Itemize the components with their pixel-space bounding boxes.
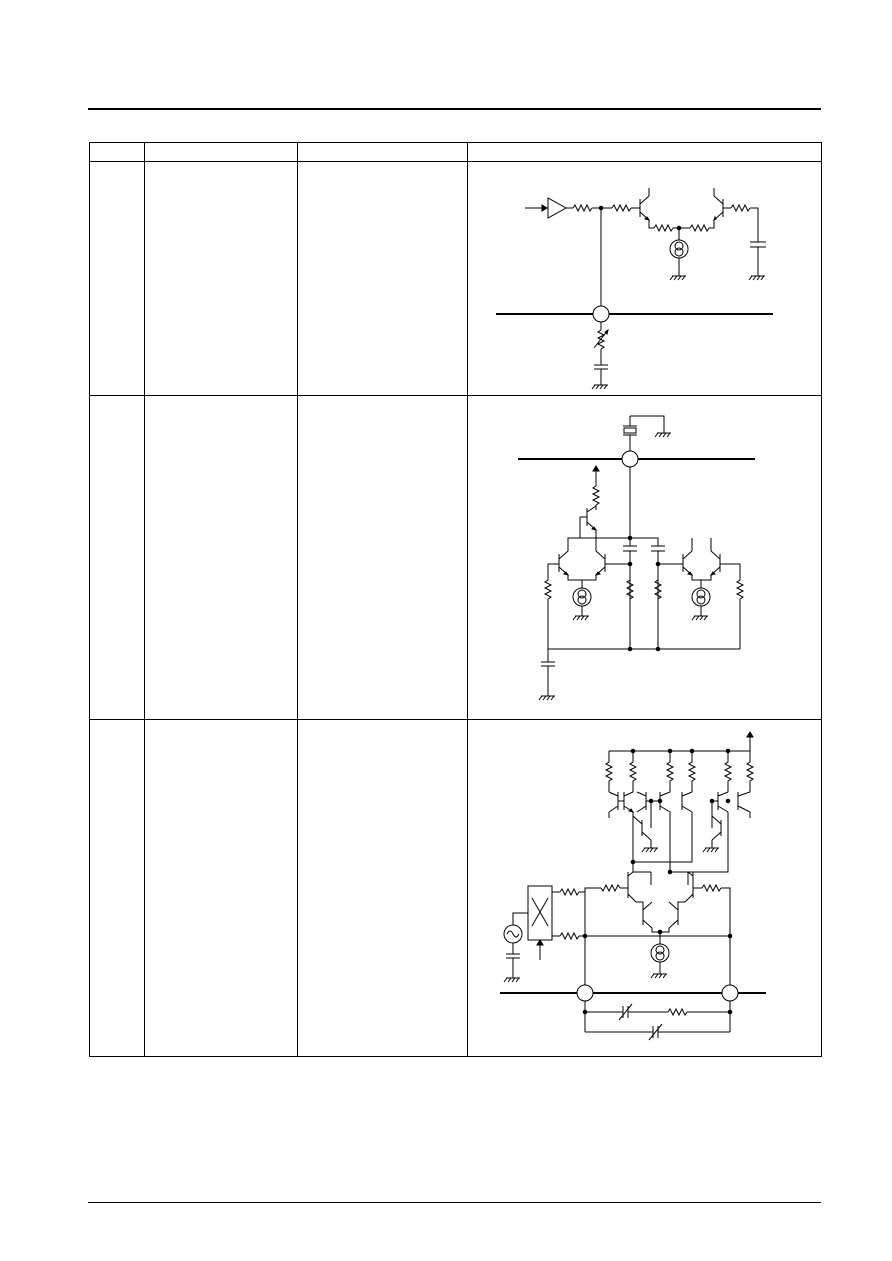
header-cell-3 xyxy=(297,142,468,162)
pin-name-cell xyxy=(144,395,298,720)
equivalent-circuit-cell xyxy=(467,719,822,1057)
table-row xyxy=(89,161,822,396)
circuit-diagram-1 xyxy=(468,162,821,395)
table-row xyxy=(89,395,822,720)
bottom-rule xyxy=(88,1202,821,1203)
table-header-row xyxy=(89,142,822,162)
pin-function-cell xyxy=(297,719,468,1057)
pin-function-cell xyxy=(297,395,468,720)
header-cell-4 xyxy=(467,142,822,162)
header-cell-1 xyxy=(89,142,145,162)
pin-number-cell xyxy=(89,719,145,1057)
equivalent-circuit-cell xyxy=(467,395,822,720)
pin-number-cell xyxy=(89,395,145,720)
circuit-diagram-3 xyxy=(468,720,821,1056)
pin-name-cell xyxy=(144,161,298,396)
top-rule xyxy=(88,108,821,110)
equivalent-circuit-cell xyxy=(467,161,822,396)
header-cell-2 xyxy=(144,142,298,162)
pin-function-cell xyxy=(297,161,468,396)
pin-number-cell xyxy=(89,161,145,396)
table-row xyxy=(89,719,822,1057)
pin-description-table xyxy=(89,142,822,1057)
circuit-diagram-2 xyxy=(468,396,821,719)
pin-name-cell xyxy=(144,719,298,1057)
